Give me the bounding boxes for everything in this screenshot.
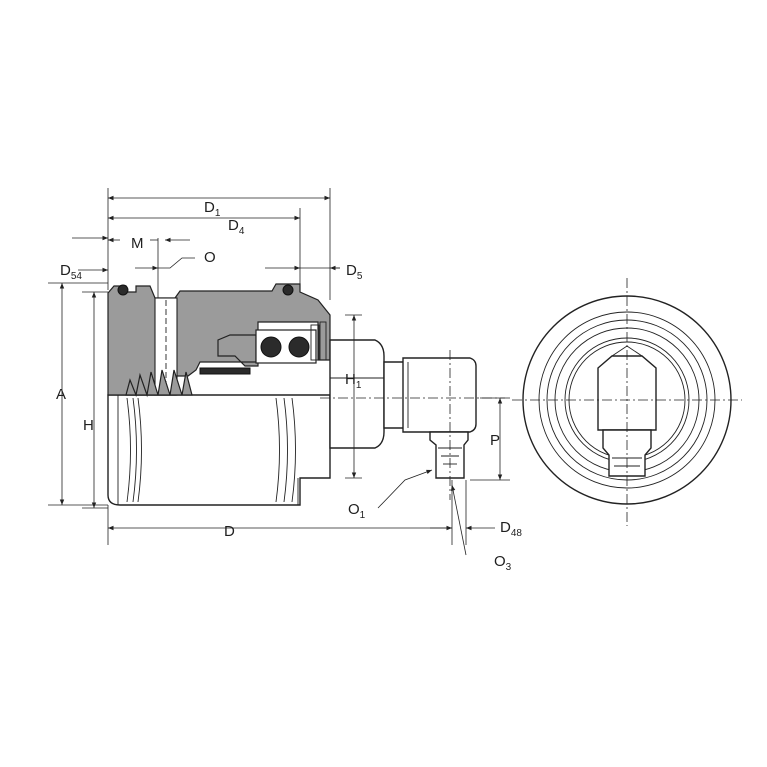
- label-m: M: [131, 235, 144, 252]
- end-view: [512, 278, 742, 526]
- label-h: H: [83, 417, 94, 434]
- seal-left: [117, 284, 129, 296]
- dimension-labels: D1 D4 M O D54 D5 A H H1 P O1 D D48 O3: [56, 199, 522, 573]
- side-section-view: [107, 283, 505, 506]
- cylinder-body: [107, 394, 331, 506]
- bearing-ball-2: [288, 336, 310, 358]
- swivel-head: [402, 357, 477, 433]
- dimension-lines: [48, 188, 510, 556]
- label-d: D: [224, 523, 235, 540]
- wiper-seal: [199, 367, 251, 375]
- label-a: A: [56, 386, 66, 403]
- label-d54: D54: [60, 262, 82, 282]
- label-p: P: [490, 432, 500, 449]
- thread-teeth: [125, 369, 193, 398]
- label-d5: D5: [346, 262, 363, 282]
- label-o1: O1: [348, 501, 366, 521]
- rotary-shaft: [329, 339, 385, 449]
- label-d48: D48: [500, 519, 522, 539]
- body-grooves: [117, 395, 299, 505]
- label-d4: D4: [228, 217, 245, 237]
- label-o: O: [204, 249, 216, 266]
- port-fitting: [429, 431, 469, 479]
- label-d1: D1: [204, 199, 221, 219]
- bearing-ball-1: [260, 336, 282, 358]
- seal-right: [282, 284, 294, 296]
- label-h1: H1: [345, 371, 362, 391]
- label-o3: O3: [494, 553, 512, 573]
